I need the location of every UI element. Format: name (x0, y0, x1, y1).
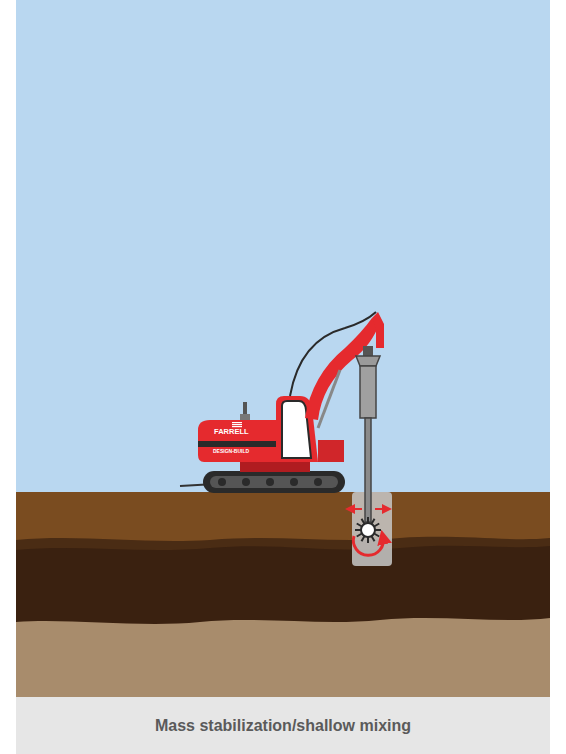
boom (305, 318, 380, 420)
mixer-shaft (365, 418, 371, 522)
mixing-head (355, 517, 381, 543)
logo-text: DESIGN-BUILD (213, 449, 249, 454)
hydraulic-cylinder (318, 370, 340, 428)
cab-window (282, 401, 311, 458)
caption: Mass stabilization/shallow mixing (16, 697, 550, 754)
spread-arrow (350, 508, 362, 510)
logo-text: FARRELL (214, 428, 249, 436)
track (203, 471, 345, 493)
rotation-arrow (353, 536, 383, 555)
mixer-coupling (356, 356, 380, 366)
spread-arrow (375, 508, 387, 510)
turntable (240, 462, 310, 472)
sky (16, 0, 550, 493)
mixer-housing (360, 366, 376, 418)
topsoil-layer (16, 492, 550, 542)
sand-layer (16, 492, 550, 698)
layer-boundary (16, 537, 550, 550)
mixing-zone (352, 492, 392, 566)
stick (372, 312, 384, 348)
exhaust (243, 402, 247, 416)
track-inner (210, 476, 338, 488)
logo-mark (232, 422, 242, 427)
engine-body (198, 420, 276, 462)
organic-layer (16, 539, 550, 624)
